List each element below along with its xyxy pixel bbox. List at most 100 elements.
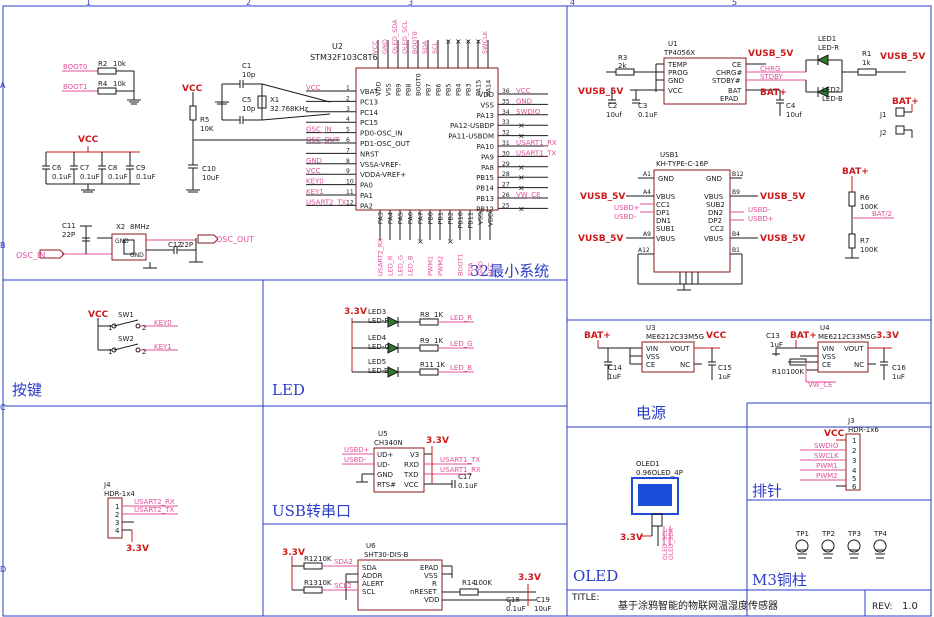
ch340-tx-net: USART1_TX <box>440 456 480 464</box>
usbc-left-sub1: SUB1 <box>656 225 675 233</box>
sw2-pin2: 2 <box>142 348 146 356</box>
usbc-dm-left-net: USBD- <box>614 213 637 221</box>
j4-pin4: 4 <box>115 527 120 535</box>
usbc-num-b12: B12 <box>732 171 744 178</box>
section-usb-serial-label: USB转串口 <box>272 502 351 520</box>
mcu-left-pin-name: VDDA-VREF+ <box>360 171 406 179</box>
mcu-bottom-pin-name: VSS <box>477 212 485 225</box>
led4-value: LED-G <box>368 343 390 351</box>
j3-pin5: 5 <box>852 475 856 483</box>
usbc-dm-right-net: USBD- <box>748 206 771 214</box>
led5-ref: LED5 <box>368 358 386 366</box>
r5-ref: R5 <box>200 116 209 124</box>
u4-vout: 3.3V <box>876 331 899 341</box>
mcu-bottom-pin-name: PA5 <box>397 212 405 224</box>
usbc-num-b4: B4 <box>732 231 740 238</box>
stdby-net: STDBY <box>760 73 784 81</box>
usbc-right-dp2: DP2 <box>708 217 722 225</box>
osc-in-port <box>39 249 65 259</box>
mcu-top-net: SCL <box>431 41 439 54</box>
c18-value: 0.1uF <box>506 605 526 613</box>
row-label: A <box>0 81 6 90</box>
screw-head-icon <box>873 539 887 553</box>
mcu-nc-mark: × <box>518 184 525 193</box>
r10-ref: R10 <box>772 368 786 376</box>
mcu-nc-mark: × <box>518 173 525 182</box>
mcu-bottom-pin-name: PA6 <box>407 212 415 224</box>
x2-ref: X2 <box>116 223 125 231</box>
r6-value: 100K <box>860 203 878 211</box>
ch340-rx-net: USART1_RX <box>440 466 481 474</box>
mcu-right-pin-num: 25 <box>502 202 510 209</box>
mcu-left-net: KEY1 <box>306 188 324 196</box>
mcu-bottom-net: GND <box>477 261 485 276</box>
boot-resistors <box>62 67 141 105</box>
c12-value: 22P <box>180 241 193 249</box>
mcu-bottom-pin-name: PB11 <box>467 212 475 229</box>
mcu-left-pin-name: NRST <box>360 150 380 158</box>
r8-value: 1K <box>434 311 443 319</box>
r12-value: 10K <box>318 555 332 563</box>
mcu-right-net: USART1_TX <box>516 149 556 157</box>
vusb-in-net: VUSB_5V <box>578 87 623 97</box>
mcu-right-pin-name: PA10 <box>477 143 494 151</box>
mcu-bottom-net: LED_B <box>407 256 415 276</box>
u5-ref: U5 <box>378 430 388 438</box>
c16-value: 1uF <box>892 373 905 381</box>
mcu-top-pin-name: VSS <box>385 83 393 96</box>
mcu-nc-mark: × <box>417 237 424 246</box>
decoupling-caps <box>42 146 140 193</box>
mcu-left-pin-num: 2 <box>346 95 350 102</box>
led-supply: 3.3V <box>344 307 367 317</box>
mcu-left-pin-name: PA0 <box>360 182 373 190</box>
ch340-pin-rxd: RXD <box>404 461 419 469</box>
usbc-vbus2-right-net: VUSB_5V <box>760 234 805 244</box>
mcu-left-net: VCC <box>306 167 321 175</box>
oled-supply: 3.3V <box>620 533 643 543</box>
mcu-nc-mark: × <box>518 132 525 141</box>
mcu-left-pin-name: VSSA-VREF- <box>360 161 402 169</box>
c6-ref: C6 <box>52 164 62 172</box>
mcu-bottom-pin-name: PB0 <box>427 212 435 225</box>
mcu-right-pin-num: 27 <box>502 182 510 189</box>
sht30-supply: 3.3V <box>282 548 305 558</box>
ch340-circuit <box>342 446 472 493</box>
r1-value: 1k <box>862 59 871 67</box>
mcu-left-pin-name: VBAT <box>360 88 379 96</box>
j3-pin3: 3 <box>852 457 856 465</box>
u4-bat-in: BAT+ <box>790 331 817 341</box>
c11-value: 22P <box>62 231 75 239</box>
section-labels: 32最小系统 按键 LED USB转串口 电源 排针 OLED M3铜柱 <box>12 262 807 589</box>
mcu-ref: U2 <box>332 42 343 51</box>
c2-ref: C2 <box>608 102 617 110</box>
x1-value: 32.768KHz <box>270 105 308 113</box>
usbc-right-cc2: CC2 <box>710 225 724 233</box>
c1-value: 10p <box>242 71 256 79</box>
led-circuit <box>351 316 474 378</box>
mcu-bottom-pin-name: PB1 <box>437 212 445 225</box>
usb1-ref: USB1 <box>660 151 679 159</box>
j3-pin4: 4 <box>852 467 857 475</box>
usbc-left-dn1: DN1 <box>656 217 671 225</box>
mcu-right-pin-name: PB12 <box>476 205 494 213</box>
charger-bat-net: BAT+ <box>760 88 787 98</box>
mcu-right-pin-num: 35 <box>502 98 510 105</box>
mcu-top-net: SDA <box>421 40 429 54</box>
ch340-pin-udp: UD+ <box>377 451 394 459</box>
mcu-bottom-net: USART2_RX <box>377 238 385 276</box>
mcu-top-pin-name: PB3 <box>465 83 473 96</box>
sht30-pin-nreset: nRESET <box>410 588 438 596</box>
mcu-top-net: VCC <box>371 40 379 54</box>
column-label: 1 <box>86 0 91 7</box>
c10-ref: C10 <box>202 165 216 173</box>
usbc-left-cc1: CC1 <box>656 201 670 209</box>
usb1-part: KH-TYPE-C-16P <box>656 160 708 168</box>
mcu-left-pin-name: PA1 <box>360 192 373 200</box>
usbc-b1: B1 <box>732 247 740 254</box>
mcu-left-pin-num: 1 <box>346 85 350 92</box>
oled-sda-net: OLED_SDA <box>668 527 675 560</box>
sht30-pin-sda: SDA <box>362 564 377 572</box>
mcu-bottom-pin-name: VDD <box>487 212 495 226</box>
j3-pwm2: PWM2 <box>816 472 838 480</box>
c7-value: 0.1uF <box>80 173 100 181</box>
